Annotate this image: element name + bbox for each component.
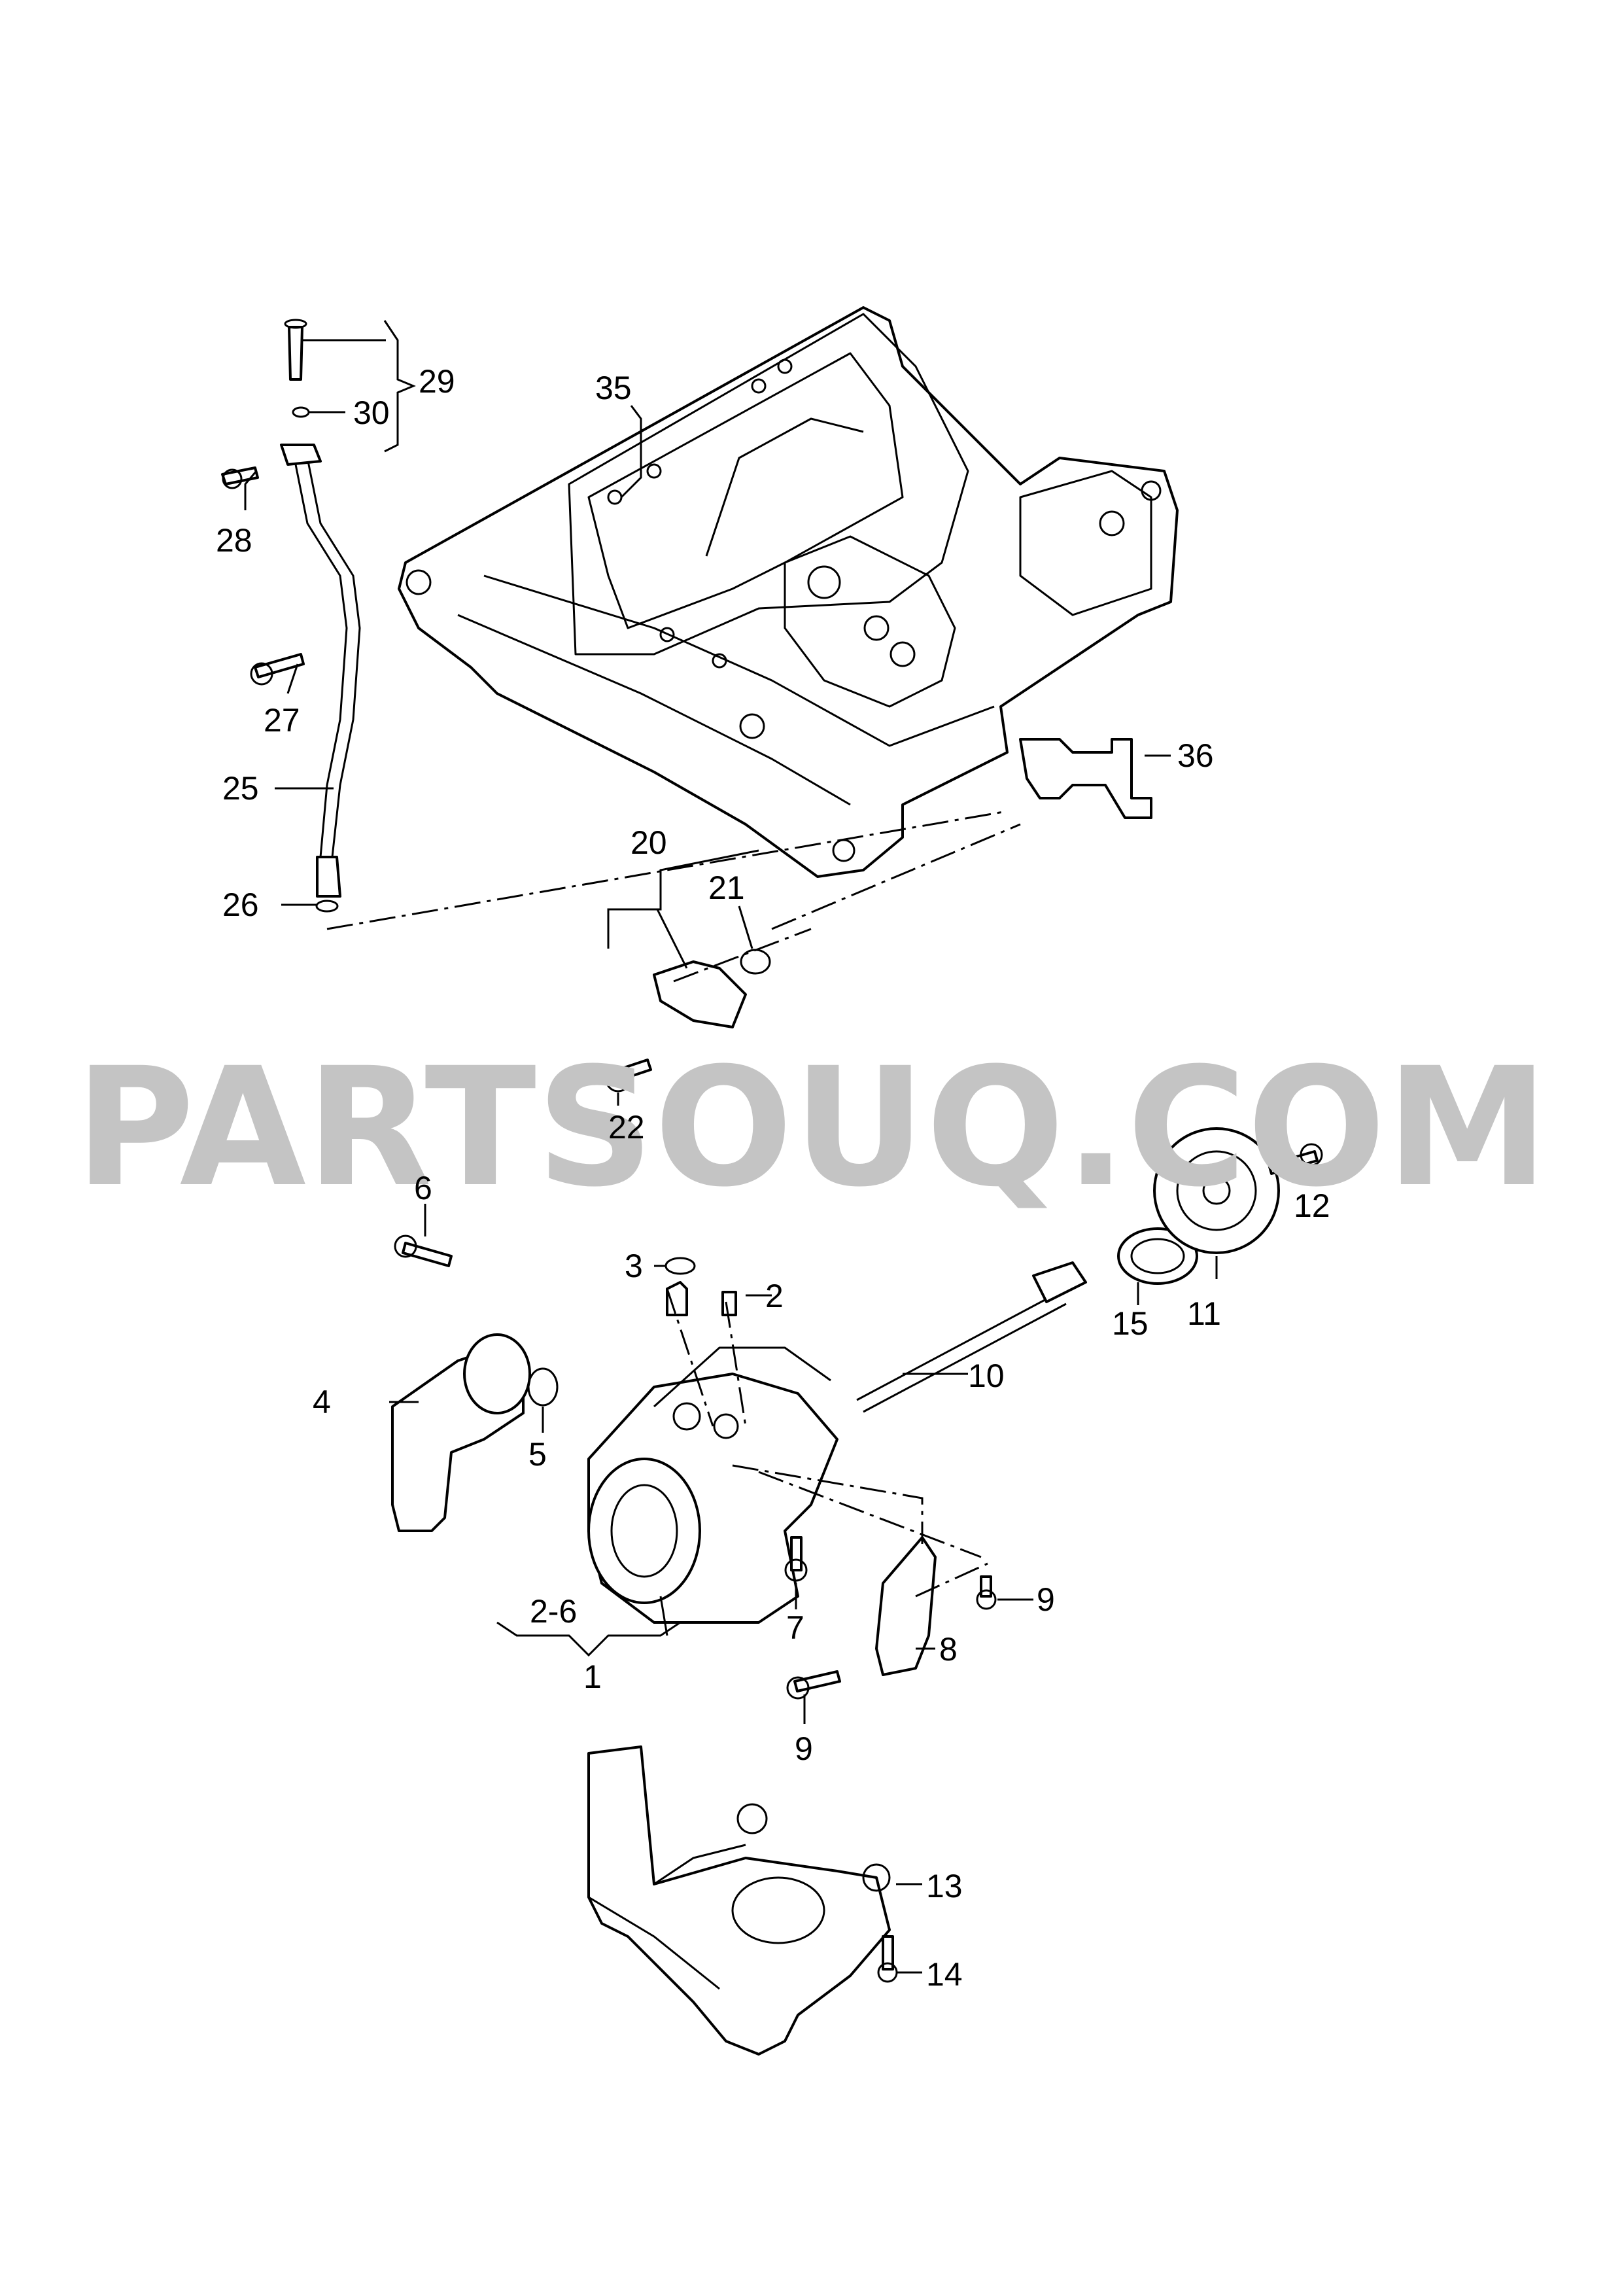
drive-drawing [856, 1127, 1323, 1413]
baffle-drawing [587, 1745, 898, 2056]
callout-13: 13 [926, 1868, 963, 1904]
callout-12: 12 [1294, 1187, 1330, 1224]
dipstick-tube-drawing [221, 319, 361, 913]
callout-4: 4 [313, 1384, 331, 1420]
callout-6: 6 [414, 1170, 432, 1206]
oil-pan-drawing [398, 306, 1179, 878]
callout-25: 25 [222, 770, 259, 807]
callout-labels: 29 30 28 27 25 26 35 36 20 21 22 6 3 2 4… [216, 363, 1330, 1993]
assembly-lines [326, 810, 1021, 1598]
bracket-drawing [784, 1536, 997, 1700]
oil-pump-drawing [587, 1257, 838, 1624]
callout-29: 29 [419, 363, 455, 400]
callout-1: 1 [583, 1658, 602, 1695]
callout-8: 8 [939, 1631, 958, 1668]
pickup-drawing [391, 1235, 559, 1532]
callout-22: 22 [608, 1109, 645, 1146]
callout-27: 27 [264, 702, 300, 739]
callout-20: 20 [631, 824, 667, 861]
callout-10: 10 [968, 1358, 1005, 1394]
callout-2: 2 [765, 1278, 784, 1314]
callout-35: 35 [595, 370, 632, 406]
callout-30: 30 [353, 394, 390, 431]
watermark-text: PARTSOUQ.COM [75, 1032, 1548, 1223]
callout-9-bottom: 9 [795, 1730, 813, 1767]
callout-28: 28 [216, 522, 252, 559]
oil-pipe-drawing [1019, 738, 1152, 819]
callout-5: 5 [528, 1436, 547, 1473]
leader-lines [244, 320, 1316, 1974]
callout-14: 14 [926, 1956, 963, 1993]
callout-21: 21 [708, 869, 745, 906]
callout-7: 7 [786, 1609, 804, 1646]
callout-9-right: 9 [1037, 1581, 1055, 1618]
callout-11: 11 [1187, 1295, 1221, 1332]
callout-26: 26 [222, 886, 259, 923]
callout-3: 3 [625, 1248, 643, 1284]
valve-drawing [605, 949, 771, 1093]
callout-36: 36 [1177, 737, 1214, 774]
callout-15: 15 [1112, 1305, 1149, 1342]
callout-2-6: 2-6 [530, 1593, 577, 1630]
